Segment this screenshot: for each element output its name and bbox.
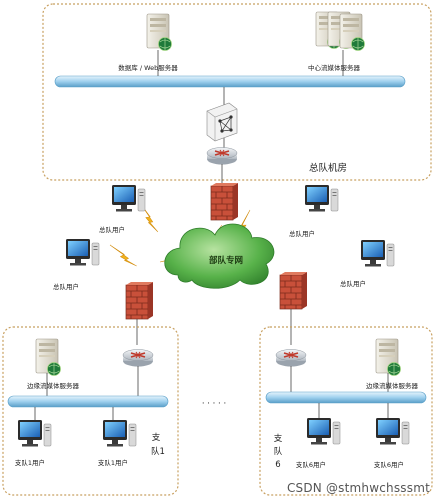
branch1-name-top: 支 <box>152 432 161 443</box>
network-label: 部队专网 <box>209 255 243 266</box>
hq-user-pc-icon <box>360 239 395 267</box>
hq-bus <box>54 75 406 88</box>
hq-user-label: 总队用户 <box>340 279 366 288</box>
branch1-user-label: 支队1用户 <box>15 458 45 467</box>
branch6-bus <box>265 391 427 404</box>
branch1-name-bottom: 队1 <box>151 446 165 457</box>
branch6-name-bottom: 6 <box>275 460 280 470</box>
branch1-user-pc-icon <box>17 419 52 447</box>
hq-title: 总队机房 <box>309 162 347 174</box>
branch6-server-label: 边缘流媒体服务器 <box>366 381 419 390</box>
web-server-icon <box>146 13 172 51</box>
branch6-name-top: 支 <box>274 433 283 444</box>
firewall-right-icon <box>279 271 308 310</box>
branch6-server-icon <box>375 338 401 376</box>
hq-router-icon <box>206 146 238 166</box>
hq-frame <box>42 3 432 181</box>
branch1-server-icon <box>35 338 61 376</box>
hq-user-label: 总队用户 <box>53 282 79 291</box>
hq-user-label: 总队用户 <box>99 225 125 234</box>
private-network-cloud <box>164 223 275 289</box>
branch-ellipsis: · · · · · <box>202 399 226 409</box>
branch6-router-icon <box>275 348 307 368</box>
web-server-label: 数据库 / Web服务器 <box>118 63 178 72</box>
branch6-user-pc-icon <box>375 417 410 445</box>
firewall-top-icon <box>210 182 239 221</box>
branch6-user-pc-icon <box>306 417 341 445</box>
branch1-user-label: 支队1用户 <box>98 458 128 467</box>
branch1-bus <box>7 395 169 408</box>
branch1-frame <box>2 326 179 496</box>
branch1-server-label: 边缘流媒体服务器 <box>27 381 80 390</box>
center-server-label: 中心流媒体服务器 <box>308 63 361 72</box>
firewall-left-icon <box>125 281 154 320</box>
branch6-frame <box>259 326 433 496</box>
hq-user-pc-icon <box>304 184 339 212</box>
hq-user-label: 总队用户 <box>289 229 315 238</box>
branch6-name-mid: 队 <box>274 446 283 457</box>
center-server-icon <box>315 11 365 51</box>
core-switch-icon <box>206 102 238 142</box>
branch1-user-pc-icon <box>102 419 137 447</box>
branch6-user-label: 支队6用户 <box>374 460 404 469</box>
branch1-router-icon <box>122 348 154 368</box>
hq-user-pc-icon <box>111 184 146 212</box>
watermark: CSDN @stmhwchsssmt <box>286 481 430 495</box>
branch6-user-label: 支队6用户 <box>296 460 326 469</box>
hq-user-pc-icon <box>65 238 100 266</box>
